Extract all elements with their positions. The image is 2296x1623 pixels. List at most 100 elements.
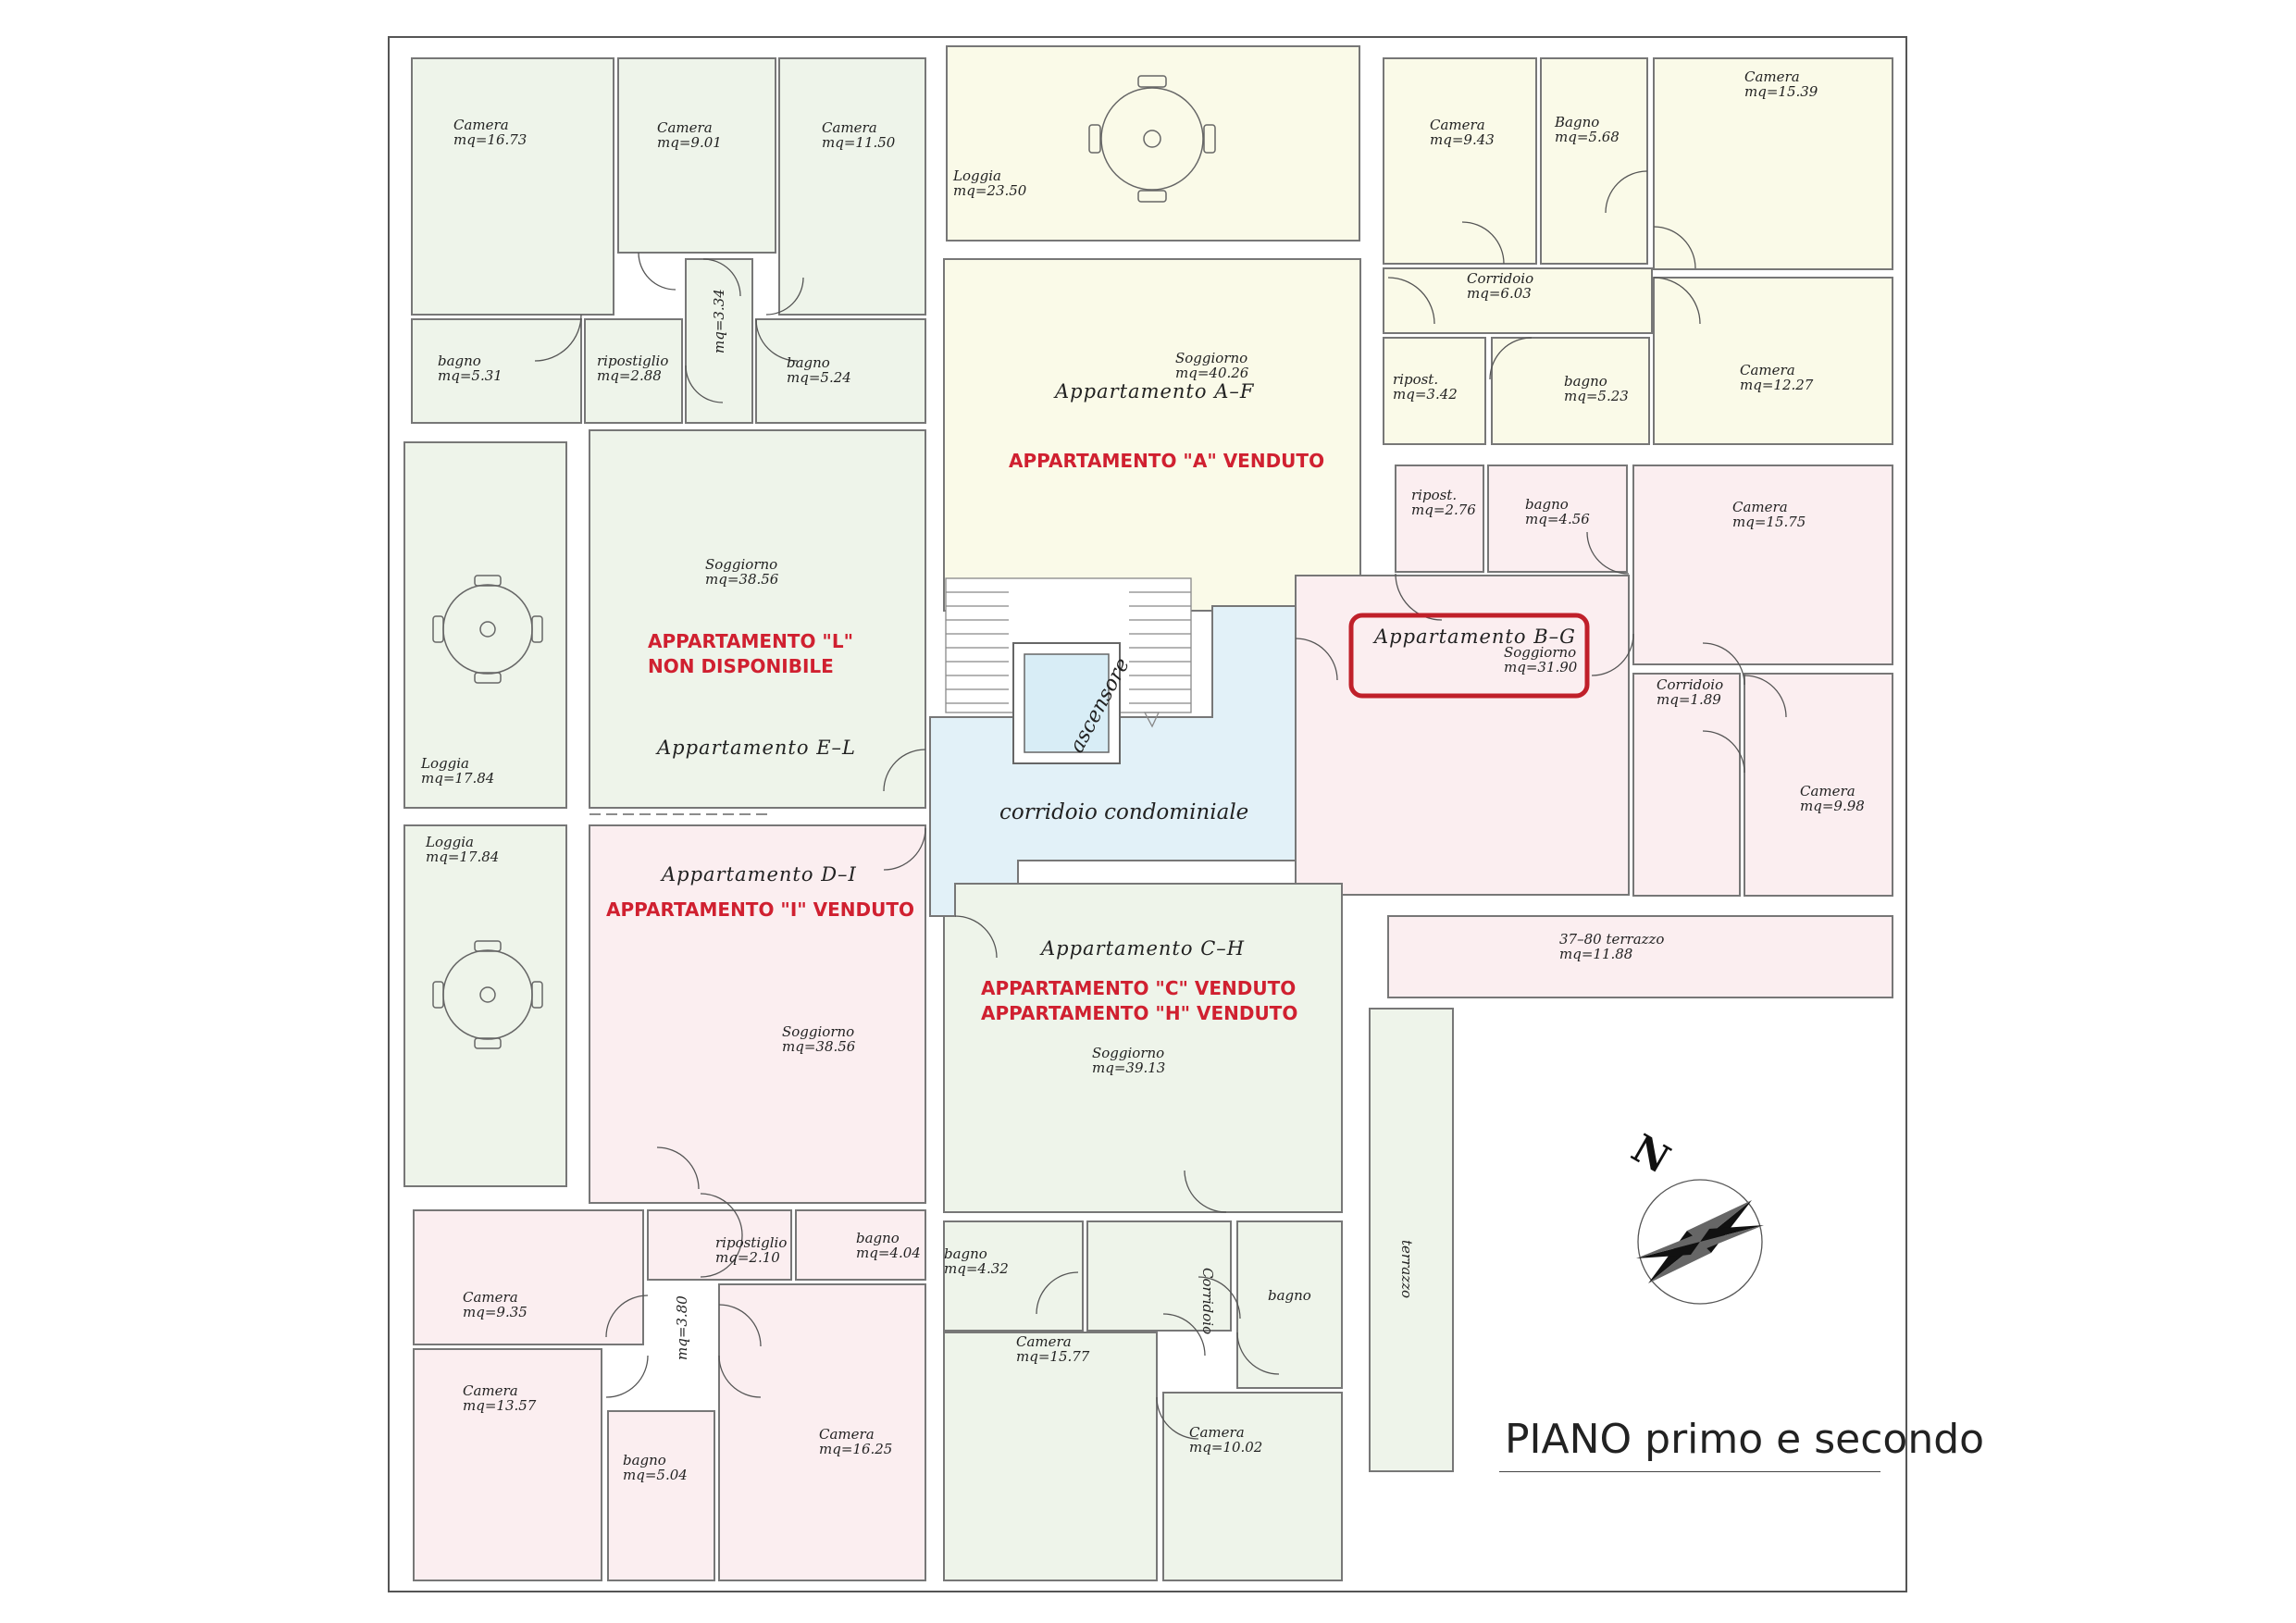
room-area: mq=9.98 bbox=[1800, 798, 1865, 814]
room-fill bbox=[413, 1209, 644, 1345]
room-name: Camera bbox=[657, 119, 713, 136]
floor-title-rule bbox=[1499, 1471, 1880, 1472]
room-area: mq=9.35 bbox=[463, 1304, 527, 1320]
room-fill bbox=[943, 883, 1343, 1213]
room-name: Camera bbox=[1189, 1424, 1245, 1441]
room-name: bagno bbox=[438, 353, 481, 369]
room-name: Soggiorno bbox=[705, 556, 777, 573]
room-labels: Cameramq=16.73Cameramq=9.01Cameramq=11.5… bbox=[420, 68, 1865, 1483]
room-area: mq=15.39 bbox=[1744, 83, 1818, 100]
room-name: Soggiorno bbox=[1092, 1045, 1164, 1061]
room-name: ripostiglio bbox=[597, 353, 668, 369]
room-fills bbox=[403, 45, 1893, 1581]
room-name: Camera bbox=[819, 1426, 875, 1443]
room-fill bbox=[1086, 1220, 1232, 1332]
room-fill bbox=[403, 441, 567, 809]
room-fill bbox=[413, 1348, 602, 1581]
room-name: bagno bbox=[1525, 496, 1569, 513]
north-label: N bbox=[1624, 1125, 1678, 1183]
room-area: mq=4.04 bbox=[856, 1245, 921, 1261]
room-area: mq=11.88 bbox=[1559, 946, 1632, 962]
room-fill bbox=[943, 1332, 1158, 1581]
room-name: Camera bbox=[1740, 362, 1795, 378]
room-area: mq=3.34 bbox=[711, 289, 727, 353]
room-area: mq=16.25 bbox=[819, 1441, 892, 1457]
compass-rose-icon: N bbox=[1624, 1125, 1764, 1305]
room-fill bbox=[1491, 337, 1650, 445]
room-area: mq=9.01 bbox=[657, 134, 722, 151]
room-area: mq=2.88 bbox=[597, 367, 662, 384]
status-label-af: APPARTAMENTO "A" VENDUTO bbox=[1009, 450, 1324, 472]
room-fill bbox=[1744, 673, 1893, 897]
apartment-name-di: Appartamento D–I bbox=[660, 863, 857, 886]
room-name: Camera bbox=[822, 119, 877, 136]
room-name: Loggia bbox=[425, 834, 474, 850]
room-name: Camera bbox=[453, 117, 509, 133]
common-corridor-label: corridoio condominiale bbox=[999, 800, 1248, 824]
room-fill bbox=[1653, 277, 1893, 445]
room-fill bbox=[647, 1209, 792, 1281]
status-label-el-2: NON DISPONIBILE bbox=[648, 655, 834, 677]
room-name: ripost. bbox=[1393, 371, 1438, 388]
room-fill bbox=[1632, 465, 1893, 665]
room-name: Loggia bbox=[420, 755, 469, 772]
room-name: Soggiorno bbox=[782, 1023, 854, 1040]
room-fill bbox=[946, 45, 1360, 242]
room-fill bbox=[589, 824, 926, 1204]
status-label-ch-1: APPARTAMENTO "C" VENDUTO bbox=[981, 977, 1296, 999]
room-fill bbox=[1295, 575, 1630, 896]
room-name: Camera bbox=[1800, 783, 1855, 799]
room-fill bbox=[1383, 57, 1537, 265]
room-name: Camera bbox=[1016, 1333, 1072, 1350]
room-name: bagno bbox=[1268, 1287, 1311, 1304]
room-area: mq=5.23 bbox=[1564, 388, 1629, 404]
room-name: ripostiglio bbox=[715, 1234, 787, 1251]
room-fill bbox=[1632, 673, 1741, 897]
room-area: mq=17.84 bbox=[421, 770, 494, 787]
room-area: mq=5.24 bbox=[787, 369, 851, 386]
room-area: mq=13.57 bbox=[463, 1397, 537, 1414]
room-fill bbox=[411, 318, 582, 424]
room-name: terrazzo bbox=[1398, 1240, 1415, 1298]
room-name: Corridoio bbox=[1199, 1268, 1216, 1334]
room-label: ripost.mq=3.42 bbox=[1393, 371, 1458, 403]
room-fill bbox=[403, 824, 567, 1187]
room-name: Loggia bbox=[952, 167, 1001, 184]
room-area: mq=5.68 bbox=[1555, 129, 1620, 145]
room-area: mq=5.04 bbox=[623, 1467, 688, 1483]
building-outline bbox=[388, 36, 1907, 1592]
room-fill bbox=[795, 1209, 926, 1281]
room-fill bbox=[1540, 57, 1648, 265]
elevator-shaft bbox=[1012, 642, 1121, 764]
highlight-box bbox=[1348, 613, 1590, 699]
apartment-name-af: Appartamento A–F bbox=[1053, 380, 1255, 403]
room-area: mq=40.26 bbox=[1175, 365, 1249, 381]
room-fill bbox=[1369, 1008, 1454, 1472]
room-area: mq=4.32 bbox=[944, 1260, 1009, 1277]
room-label: Corridoio bbox=[1199, 1268, 1216, 1334]
apartment-name-ch: Appartamento C–H bbox=[1039, 937, 1245, 960]
room-fill bbox=[589, 429, 926, 809]
room-fill bbox=[1395, 465, 1484, 573]
status-label-el-1: APPARTAMENTO "L" bbox=[648, 630, 853, 652]
room-area: mq=38.56 bbox=[705, 571, 779, 588]
room-area: mq=16.73 bbox=[453, 131, 527, 148]
doors bbox=[534, 170, 1787, 1440]
